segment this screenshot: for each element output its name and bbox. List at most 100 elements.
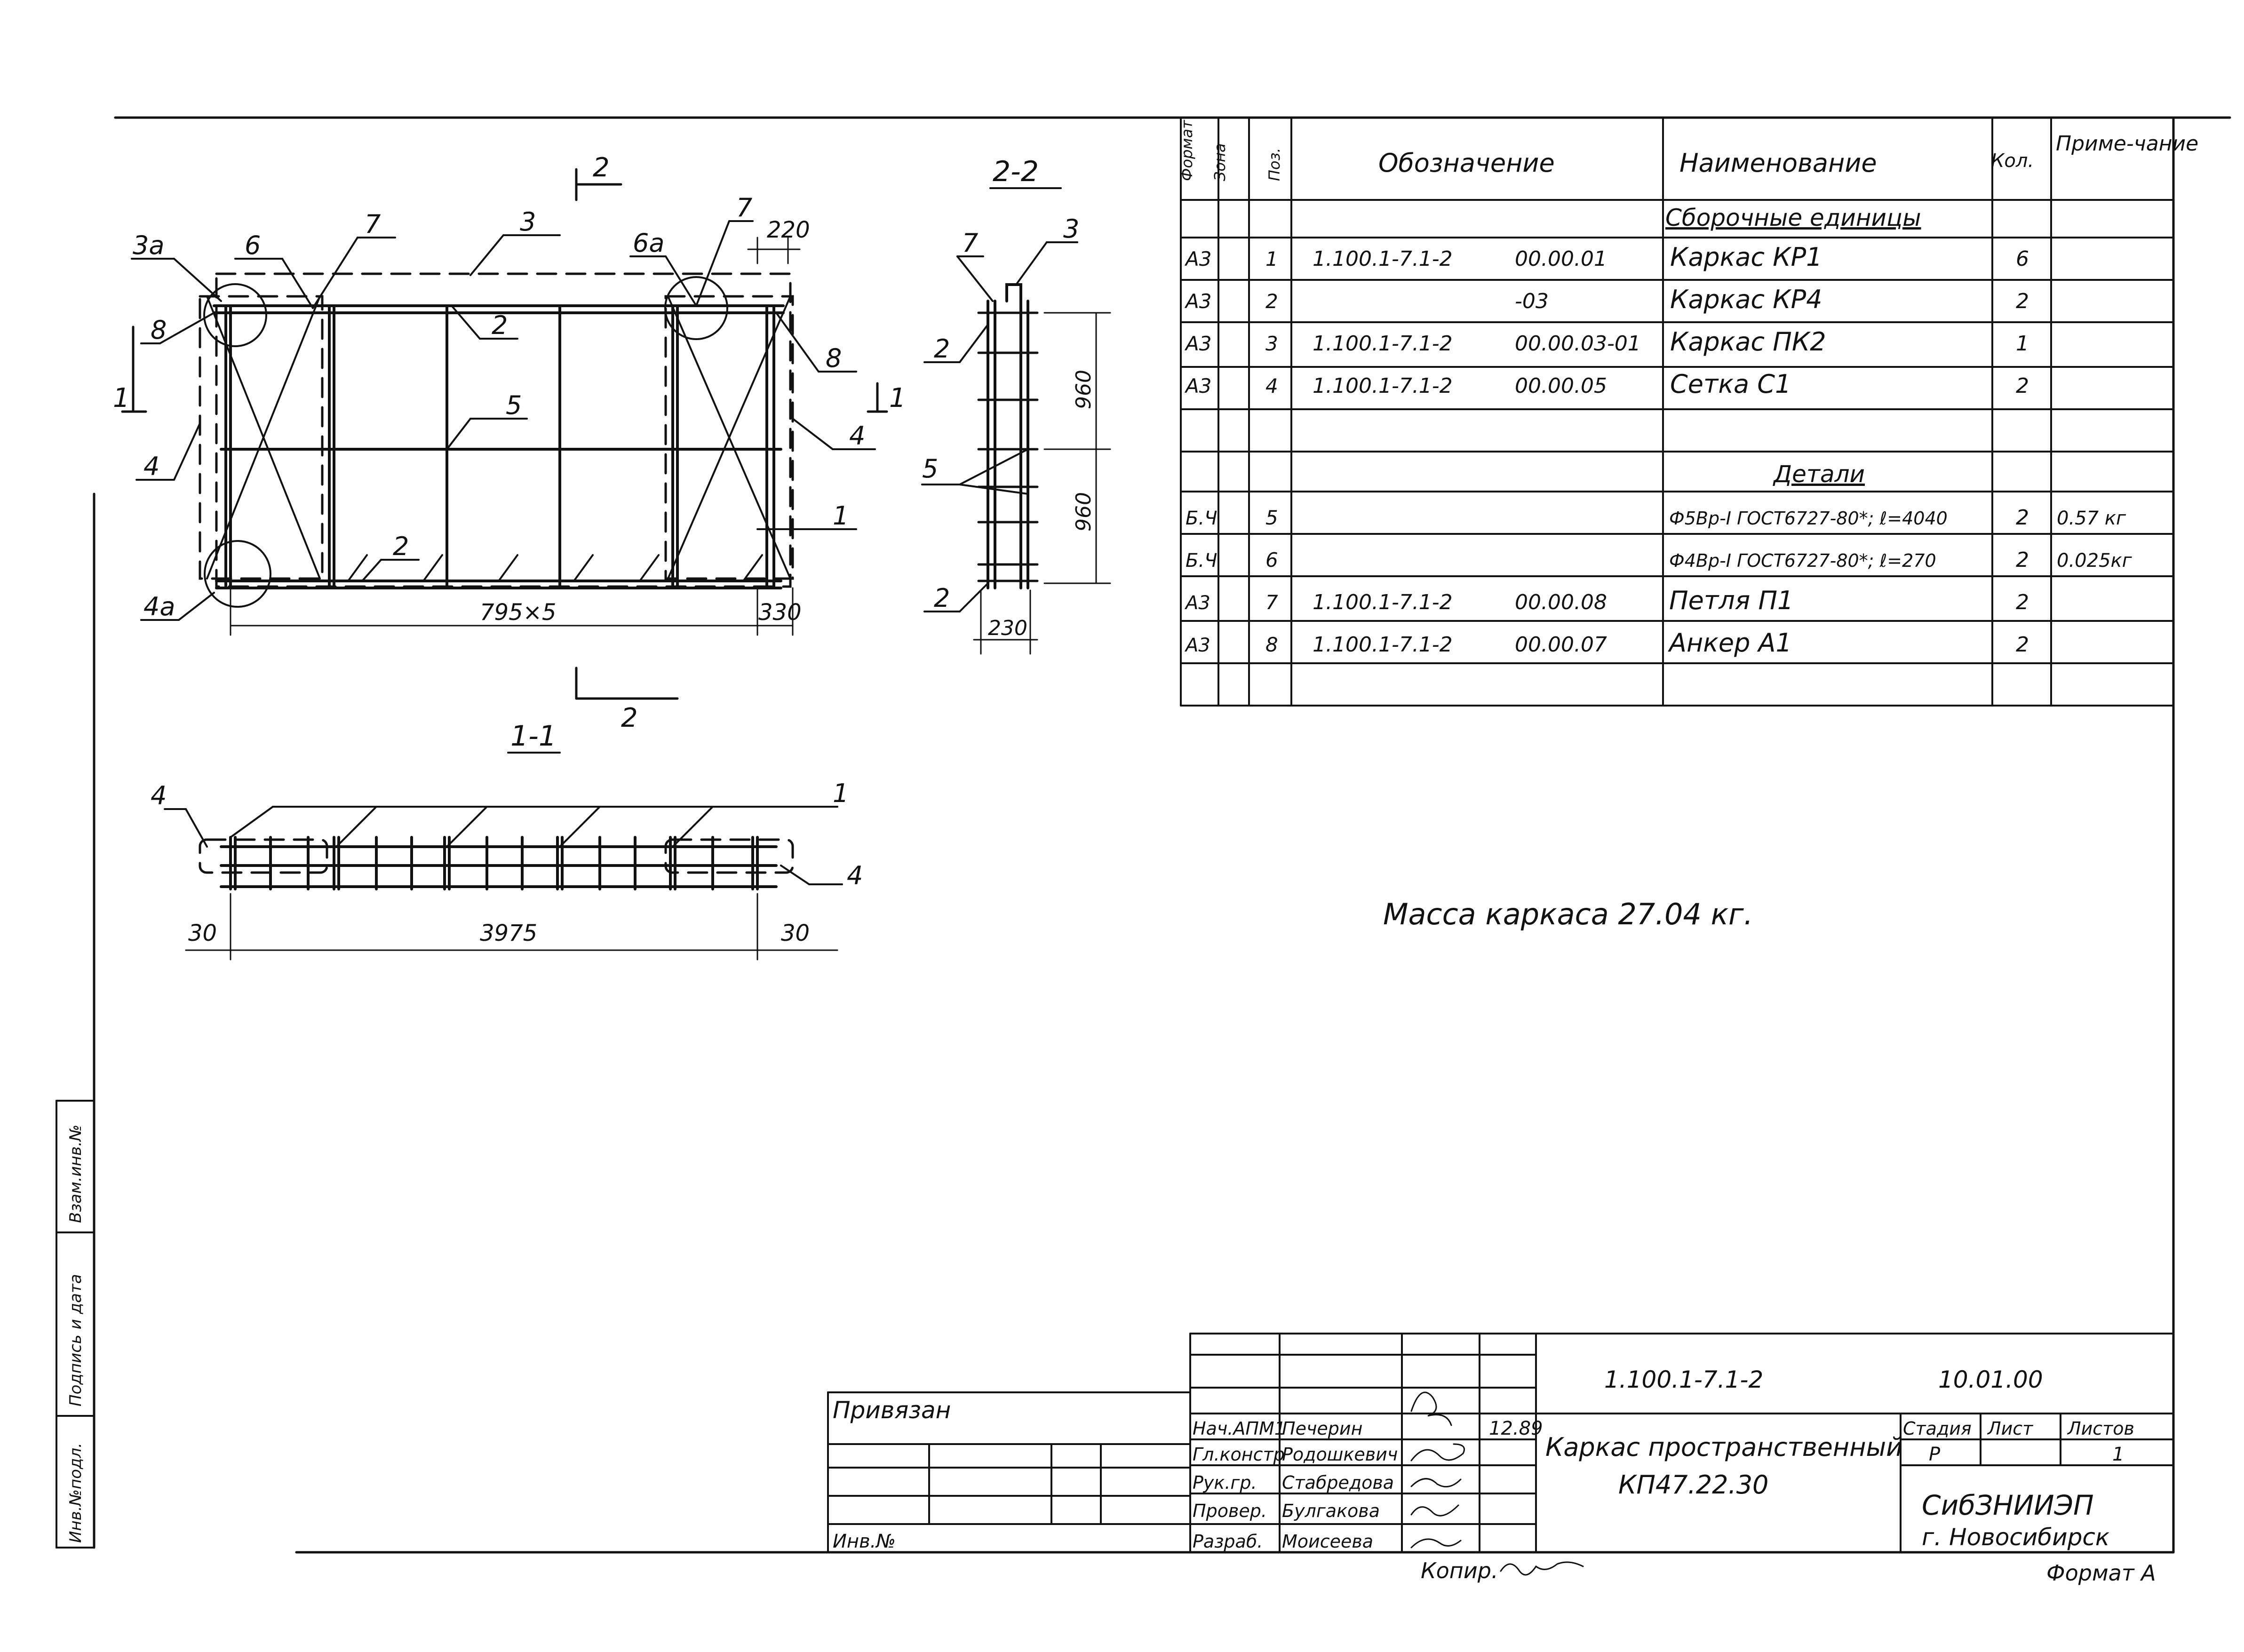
plan-label-7-right: 7: [736, 193, 752, 222]
section-label-1: 1: [833, 778, 849, 808]
section-dim-left: 30: [188, 920, 217, 946]
spec-row-format: Б.Ч: [1186, 550, 1217, 572]
spec-header-zone: Зона: [1211, 143, 1229, 181]
spec-table: Формат Зона Поз. Обозначение Наименовани…: [1178, 117, 2198, 707]
tb-signatures: [1410, 1391, 1465, 1549]
side-dim-h1: 960: [1072, 370, 1096, 409]
spec-row-format: Б.Ч: [1186, 508, 1217, 529]
left-strip: Взам.инв.№ Подпись и дата Инв.№подл.: [56, 1100, 95, 1549]
title-block: Привязан Инв.№ Нач.АПМ1ПечеринГл.констрР…: [827, 1333, 2174, 1553]
spec-header-note: Приме-чание: [2056, 132, 2198, 156]
plan-dim-spacing: 795×5: [480, 599, 556, 626]
spec-row-name: Каркас КР4: [1670, 285, 1822, 314]
plan-label-8-right: 8: [826, 343, 842, 373]
plan-dim-top: 220: [767, 217, 810, 243]
spec-row-format: А3: [1184, 635, 1210, 656]
tb-name: Родошкевич: [1282, 1444, 1398, 1465]
side-label-2-top: 2: [934, 334, 950, 364]
spec-row-name: Каркас ПК2: [1670, 327, 1826, 357]
side-label-3: 3: [1063, 214, 1079, 244]
spec-row-pos: 8: [1265, 633, 1278, 656]
plan-label-2-top: 2: [492, 310, 508, 340]
spec-header-name: Наименование: [1679, 148, 1877, 178]
spec-row-num: 00.00.01: [1515, 247, 1607, 271]
spec-header-format: Формат: [1178, 119, 1196, 181]
spec-header-designation: Обозначение: [1378, 148, 1555, 178]
section-dim-right: 30: [781, 920, 810, 946]
spec-row-pos: 4: [1265, 374, 1278, 397]
spec-row-qty: 2: [2016, 374, 2029, 398]
spec-row-qty: 6: [2016, 247, 2029, 271]
spec-row-pos: 7: [1265, 591, 1278, 614]
tb-name: Печерин: [1282, 1418, 1362, 1439]
spec-row-qty: 2: [2016, 590, 2029, 614]
side-view-rungs: [977, 311, 1039, 582]
spec-row-num: 00.00.07: [1515, 633, 1607, 657]
tb-role: Разраб.: [1193, 1531, 1263, 1552]
plan-label-4-right: 4: [849, 421, 865, 451]
spec-row-name: Каркас КР1: [1670, 242, 1822, 272]
spec-header-pos: Поз.: [1265, 148, 1283, 181]
tb-role: Нач.АПМ1: [1193, 1418, 1286, 1439]
footer: Копир. Формат А: [1421, 1558, 2156, 1586]
plan-label-4-left: 4: [143, 452, 159, 481]
tb-sheet-date: 10.01.00: [1938, 1366, 2043, 1393]
plan-label-7: 7: [365, 209, 381, 239]
sheet-frame: [93, 116, 2231, 1554]
spec-row-code: 1.100.1-7.1-2: [1313, 590, 1453, 614]
side-view-dims: [973, 312, 1111, 655]
spec-row-code: 1.100.1-7.1-2: [1313, 633, 1453, 657]
tb-stage-label: Стадия: [1903, 1418, 1972, 1439]
spec-row-format: А3: [1184, 290, 1211, 313]
tb-sheet-label: Лист: [1987, 1418, 2034, 1439]
tb-sheets-label: Листов: [2067, 1418, 2134, 1439]
plan-dim-end: 330: [758, 599, 802, 626]
plan-diagonals: [206, 295, 791, 580]
side-view-2-2: 2-2: [921, 155, 1111, 655]
spec-row-note: 0.025кг: [2057, 550, 2133, 572]
plan-label-5: 5: [506, 390, 522, 420]
side-dim-w: 230: [988, 616, 1027, 640]
spec-row-name: Ф4Вр-I ГОСТ6727-80*; ℓ=270: [1669, 550, 1936, 571]
footer-format: Формат А: [2046, 1560, 2156, 1586]
section-title-2-2: 2-2: [993, 155, 1039, 188]
plan-diagonal-ticks: [347, 554, 763, 582]
tb-roles: Нач.АПМ1ПечеринГл.констрРодошкевичРук.гр…: [1193, 1418, 1398, 1552]
strip-signature-date: Подпись и дата: [66, 1274, 85, 1406]
section-1-1: 1-1: [151, 720, 863, 961]
section-label-4-right: 4: [847, 861, 863, 890]
spec-row-name: Петля П1: [1669, 586, 1793, 615]
tb-org-line1: СибЗНИИЭП: [1922, 1489, 2094, 1521]
spec-section-details: Детали: [1773, 461, 1865, 488]
plan-label-3: 3: [520, 207, 536, 237]
mass-note: Масса каркаса 27.04 кг.: [1383, 897, 1753, 931]
plan-rebars: [213, 304, 785, 589]
section-label-4-left: 4: [151, 781, 167, 810]
spec-row-num: -03: [1515, 289, 1549, 313]
spec-row-pos: 5: [1265, 506, 1278, 529]
tb-date-first: 12.89: [1489, 1418, 1543, 1439]
spec-row-format: А3: [1184, 332, 1211, 355]
tb-title-line2: КП47.22.30: [1618, 1470, 1768, 1500]
spec-row-qty: 2: [2016, 548, 2029, 572]
spec-row-note: 0.57 кг: [2057, 508, 2126, 529]
plan-labels: 2 2 1 1 3а 6 7 3 2 6а 7 8 8 4 4 5 1 2 4а…: [113, 152, 906, 733]
side-label-2-bottom: 2: [934, 583, 950, 613]
plan-detail-circles: [203, 276, 728, 608]
plan-label-1: 1: [833, 501, 849, 531]
spec-row-qty: 2: [2016, 506, 2029, 530]
side-label-5: 5: [922, 454, 938, 484]
spec-row-qty: 2: [2016, 289, 2029, 313]
tb-sheet-code: 1.100.1-7.1-2: [1604, 1366, 1763, 1393]
tb-org-line2: г. Новосибирск: [1922, 1524, 2109, 1551]
footer-copied: Копир.: [1421, 1558, 1498, 1583]
spec-row-num: 00.00.05: [1515, 374, 1607, 398]
plan-view: 2 2 1 1 3а 6 7 3 2 6а 7 8 8 4 4 5 1 2 4а…: [113, 152, 906, 733]
spec-row-name: Ф5Вр-I ГОСТ6727-80*; ℓ=4040: [1669, 508, 1948, 529]
spec-row-name: Сетка С1: [1670, 369, 1791, 399]
spec-row-num: 00.00.03-01: [1515, 332, 1641, 356]
plan-label-3a: 3а: [133, 230, 164, 260]
spec-row-pos: 3: [1265, 332, 1278, 355]
